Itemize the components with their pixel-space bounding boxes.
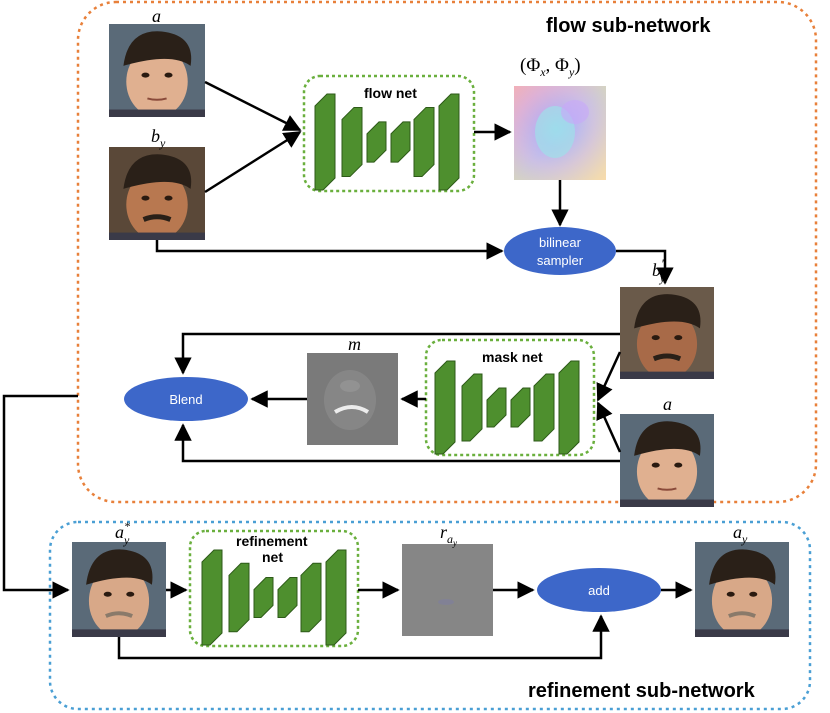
network-layer-5 xyxy=(413,106,435,178)
arrow-a-y-star-to-add xyxy=(117,614,610,660)
add-label: add xyxy=(588,583,610,598)
label-b-y-prime: b′y xyxy=(652,256,666,285)
network-layer-4 xyxy=(390,121,411,163)
add-node xyxy=(537,568,661,612)
blend-node xyxy=(124,377,248,421)
label-a-y: ay xyxy=(733,522,748,546)
arrow-sampler-to-b-y-prime xyxy=(616,249,674,285)
network-layer-5 xyxy=(300,562,322,633)
refinement-net-layers xyxy=(201,549,347,646)
face-image-b-y-prime xyxy=(620,287,714,379)
bilinear-sampler-node xyxy=(504,227,616,275)
arrow-blend-to-a-y-star xyxy=(2,394,78,599)
network-layer-6 xyxy=(558,360,580,455)
mask-net-label: mask net xyxy=(482,349,543,365)
label-b-y: by xyxy=(151,126,166,150)
network-layer-1 xyxy=(201,549,223,646)
refinement-net-box xyxy=(188,529,360,648)
connectors xyxy=(2,80,693,660)
refinement-subnetwork-border xyxy=(48,520,812,711)
face-image-b-y xyxy=(109,147,205,240)
arrow-a-to-blend xyxy=(174,423,620,463)
label-a-top: a xyxy=(152,6,161,26)
label-r-ay: ray xyxy=(440,522,457,548)
arrow-a-to-flow-net xyxy=(204,80,302,132)
label-flow-field: (Φx, Φy) xyxy=(520,55,581,79)
network-layer-1 xyxy=(314,93,336,191)
face-image-a-y-star xyxy=(72,542,166,638)
network-layer-5 xyxy=(533,373,555,442)
network-layer-2 xyxy=(228,562,250,633)
network-layer-6 xyxy=(438,93,460,191)
refinement-subnetwork-title: refinement sub-network xyxy=(528,680,756,702)
label-a-bottom: a xyxy=(663,394,672,414)
label-mask: m xyxy=(348,334,361,354)
bilinear-sampler-label-line2: sampler xyxy=(537,253,584,268)
network-layer-3 xyxy=(366,121,387,163)
network-layer-6 xyxy=(325,549,347,646)
network-layer-1 xyxy=(434,360,456,455)
face-image-a-top xyxy=(109,24,205,117)
label-a-y-star: a*y xyxy=(115,519,130,547)
arrow-b-y-to-sampler xyxy=(155,240,504,260)
flow-net-label: flow net xyxy=(364,85,417,101)
network-layer-3 xyxy=(253,577,274,618)
face-image-a-bottom xyxy=(620,414,714,507)
flow-net-box xyxy=(302,74,476,193)
face-image-a-y xyxy=(695,542,789,638)
mask-net-box xyxy=(424,338,596,457)
network-layer-2 xyxy=(341,106,363,178)
arrow-a-to-mask-net xyxy=(596,401,622,453)
arrow-b-y-prime-to-blend xyxy=(174,332,620,375)
bilinear-sampler-label-line1: bilinear xyxy=(539,235,582,250)
network-layer-2 xyxy=(461,373,483,442)
flow-net-layers xyxy=(314,93,460,191)
network-layer-4 xyxy=(510,387,531,428)
arrow-b-y-prime-to-mask-net xyxy=(596,351,622,402)
blend-label: Blend xyxy=(169,392,202,407)
residual-image xyxy=(402,544,493,636)
network-layer-3 xyxy=(486,387,507,428)
refinement-net-label-line1: refinement xyxy=(236,533,308,549)
network-layer-4 xyxy=(277,577,298,618)
flow-subnetwork-title: flow sub-network xyxy=(546,15,711,37)
refinement-net-label-line2: net xyxy=(262,549,283,565)
mask-net-layers xyxy=(434,360,580,455)
flow-subnetwork-border xyxy=(76,0,818,504)
mask-image xyxy=(307,353,398,445)
flow-field-image xyxy=(514,86,606,180)
arrow-b-y-to-flow-net xyxy=(204,130,302,194)
